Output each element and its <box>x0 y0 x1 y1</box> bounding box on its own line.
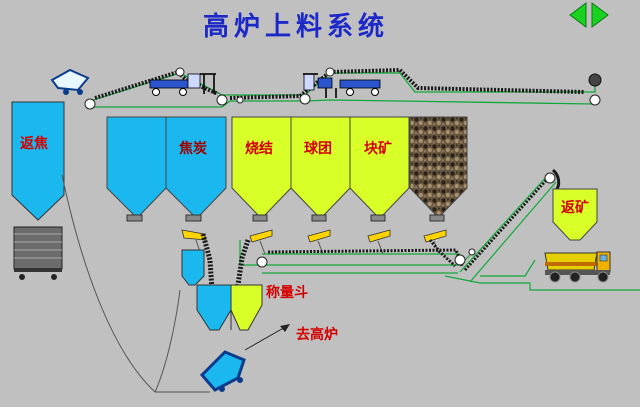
weigh-hopper-label: 称量斗 <box>266 285 308 301</box>
to-furnace-label: 去高炉 <box>296 327 338 343</box>
coke-label: 焦炭 <box>179 141 207 157</box>
conveyor-roller <box>84 67 602 110</box>
skip-car-icon <box>199 350 246 392</box>
dump-cart-icon <box>50 68 90 95</box>
return-ore-bin <box>552 188 598 241</box>
pellet-label: 球团 <box>304 141 332 157</box>
nav-next-button[interactable] <box>591 2 609 28</box>
return-coke-label: 返焦 <box>20 136 48 152</box>
ore-collecting-belt <box>235 239 476 286</box>
triangle-right-icon <box>591 2 609 28</box>
coke-bin-1 <box>106 116 167 222</box>
sinter-label: 烧结 <box>245 141 273 157</box>
return-coke-bin <box>11 101 65 280</box>
to-furnace-arrow-icon <box>244 324 290 351</box>
dump-truck-icon <box>544 251 611 283</box>
sinter-bin <box>231 116 292 222</box>
lump-ore-bin <box>349 116 410 222</box>
weigh-hopper <box>196 284 263 331</box>
lower-return-belt <box>444 259 640 291</box>
coke-wagon-icon <box>13 226 63 280</box>
coke-screen-hopper <box>181 249 205 286</box>
coke-bin-2 <box>165 116 227 222</box>
triangle-left-icon <box>569 2 587 28</box>
nav-prev-button[interactable] <box>569 2 587 28</box>
page-title: 高炉上料系统 <box>203 12 390 42</box>
pellet-bin <box>290 116 351 222</box>
vibrating-feeders <box>181 229 447 255</box>
return-ore-label: 返矿 <box>561 200 589 216</box>
top-conveyor <box>50 67 602 110</box>
tripper-car-icon <box>303 73 381 98</box>
tripper-car-icon <box>149 73 216 96</box>
inclined-conveyor <box>459 168 561 283</box>
lump-ore-label: 块矿 <box>364 141 392 157</box>
ore-filled-bin <box>409 116 468 222</box>
